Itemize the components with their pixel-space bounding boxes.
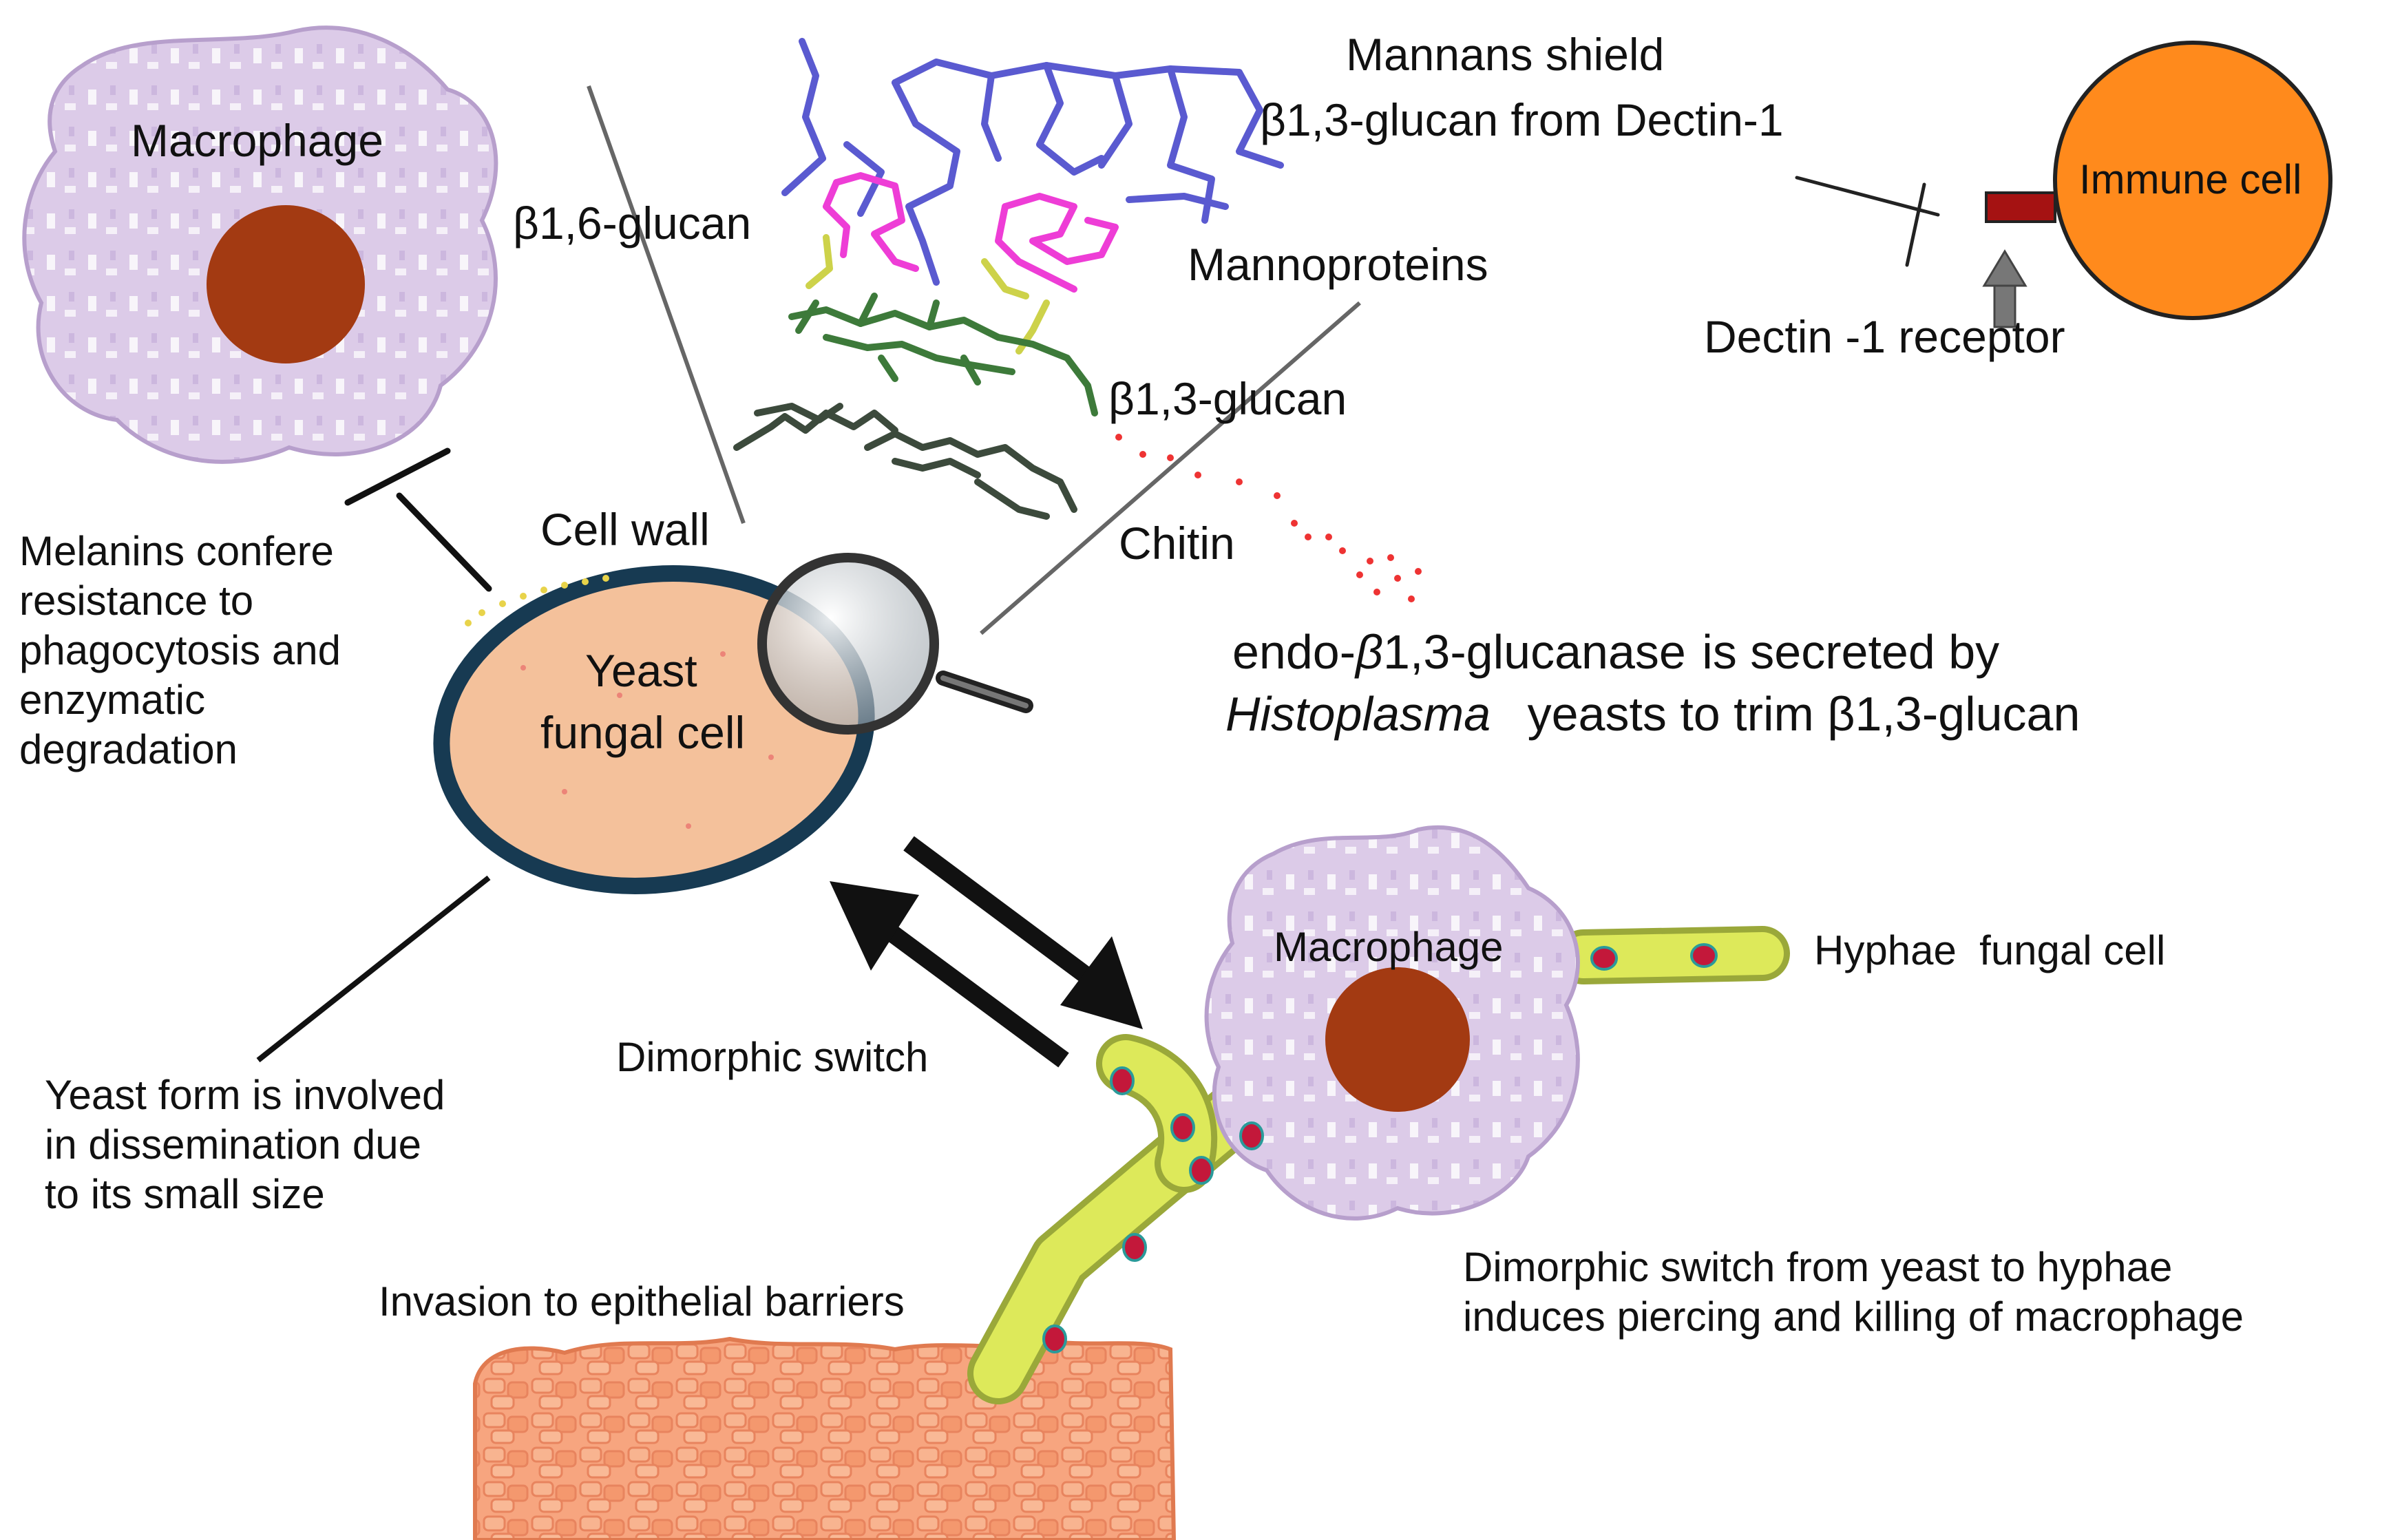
yeast-form-line: in dissemination due (45, 1121, 422, 1168)
dectin-receptor-label: Dectin -1 receptor (1704, 311, 2065, 362)
melanins-line: degradation (19, 726, 238, 772)
glucanase-secreted: is secreted by (1702, 625, 2000, 679)
beta13-glucan-label: β1,3-glucan (1108, 373, 1347, 424)
magnifier-icon (757, 553, 1033, 735)
macrophage-bottom (1204, 825, 1580, 1221)
yeast-form-line: Yeast form is involved (45, 1072, 445, 1118)
histoplasma-name: Histoplasma (1225, 687, 1491, 741)
immune-cell-label: Immune cell (2079, 156, 2302, 202)
yeast-form-text: Yeast form is involved in dissemination … (45, 1070, 445, 1219)
yeast-form-line: to its small size (45, 1171, 325, 1217)
melanin-inhibition-icon (344, 447, 492, 592)
yeast-label-line2: fungal cell (540, 707, 746, 758)
yeast-label-line1: Yeast (585, 645, 697, 696)
glucanase-prefix: endo- (1232, 625, 1356, 679)
chitin (733, 403, 1077, 520)
dectin-receptor (1985, 191, 2056, 223)
glucanase-beta: β (1356, 625, 1384, 679)
hyphae (967, 926, 1790, 1404)
mannoproteins-label: Mannoproteins (1188, 239, 1488, 290)
melanins-line: Melanins confere (19, 528, 334, 574)
melanins-line: resistance to (19, 578, 254, 624)
glucanase-name: 1,3-glucanase (1383, 625, 1686, 679)
invasion-label: Invasion to epithelial barriers (379, 1278, 905, 1325)
mannan-inhibition-icon (1795, 176, 1940, 267)
receptor-arrow-icon (1982, 249, 2027, 328)
hyphae-nuclei (1042, 943, 1718, 1353)
switch-desc-text: Dimorphic switch from yeast to hyphae in… (1463, 1243, 2244, 1342)
hyphae-label: Hyphae fungal cell (1814, 927, 2166, 973)
glucanase-dots (1115, 434, 1422, 602)
macrophage-top-label: Macrophage (131, 115, 383, 166)
melanins-line: enzymatic (19, 677, 206, 723)
epithelium (473, 1336, 1177, 1540)
dimorphic-switch-arrows-icon (830, 836, 1143, 1068)
mannans-label-line1: Mannans shield (1346, 29, 1665, 80)
glucanase-trim: yeasts to trim β1,3-glucan (1527, 687, 2081, 741)
glucanase-label-line2: Histoplasma yeasts to trim β1,3-glucan (1225, 685, 2080, 743)
nucleus-bottom (1325, 967, 1470, 1112)
dimorphic-switch-label: Dimorphic switch (616, 1034, 929, 1080)
nucleus-top (207, 205, 365, 363)
chitin-label: Chitin (1119, 518, 1235, 569)
beta13-glucan (788, 293, 1098, 416)
melanin-dots (465, 575, 609, 626)
cell-wall-polymers (733, 38, 1284, 520)
mannoproteins (823, 172, 1119, 293)
melanins-text: Melanins confere resistance to phagocyto… (19, 527, 341, 774)
glucanase-label-line1: endo-β1,3-glucanase is secreted by (1232, 623, 1999, 681)
beta16-glucan-label: β1,6-glucan (513, 198, 752, 249)
cell-wall-label: Cell wall (540, 504, 710, 555)
macrophage-bottom-label: Macrophage (1274, 924, 1504, 970)
switch-desc-line: Dimorphic switch from yeast to hyphae (1463, 1244, 2173, 1290)
melanins-line: phagocytosis and (19, 627, 341, 673)
mannans-label-line2: β1,3-glucan from Dectin-1 (1260, 94, 1784, 145)
yeast-form-pointer (256, 875, 491, 1063)
switch-desc-line: induces piercing and killing of macropha… (1463, 1294, 2244, 1340)
mannans (781, 38, 1284, 286)
immune-cell (1982, 41, 2332, 328)
macrophage-top (22, 25, 498, 464)
